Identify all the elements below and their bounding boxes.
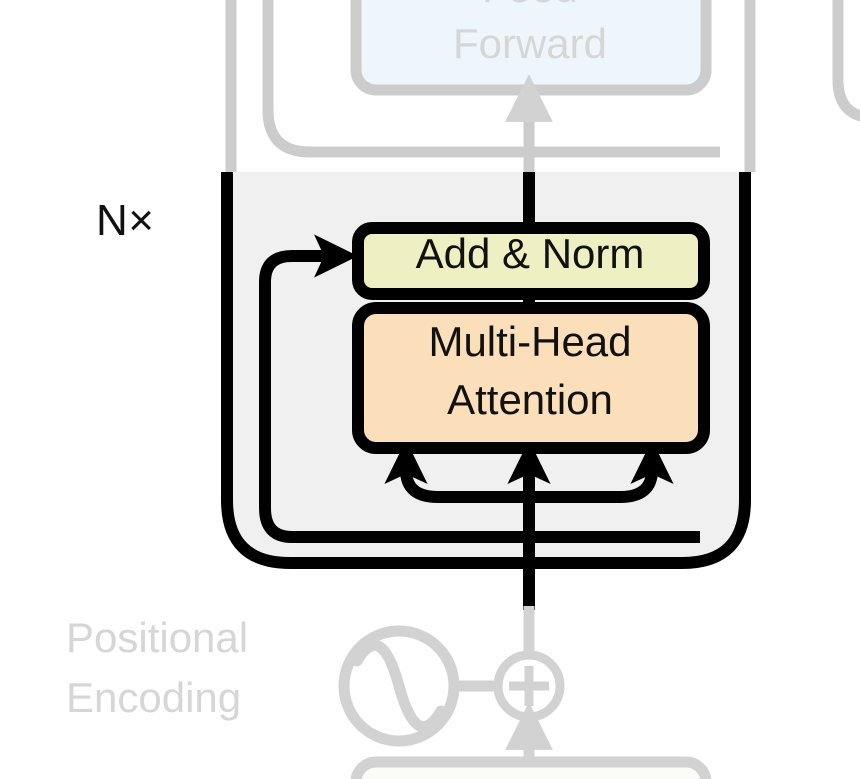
positional-encoding-label-line1: Positional — [66, 614, 249, 661]
faded-decoder-residual — [832, 0, 860, 122]
faded-decoder-outline-group — [832, 0, 860, 122]
add-and-norm-box[interactable] — [352, 222, 710, 300]
feed-forward-label-line2: Forward — [452, 20, 608, 67]
plus-circle-icon — [493, 650, 565, 722]
multi-head-attention-label-line1: Multi-Head — [428, 318, 632, 365]
encoder-sublayer-border — [221, 172, 751, 569]
feed-forward-label-line1: Feed — [360, 0, 700, 11]
add-and-norm-label: Add & Norm — [415, 230, 645, 277]
attention-input-arrow-left — [384, 440, 529, 503]
faded-encoder-outline-group — [262, 0, 720, 158]
faded-residual-path-upper — [262, 0, 720, 158]
multi-head-attention-label-line2: Attention — [447, 376, 613, 423]
multi-head-attention-box[interactable] — [352, 302, 710, 454]
input-embedding-box — [350, 756, 712, 779]
attention-input-arrow-right — [529, 440, 674, 503]
residual-connection-path — [259, 234, 700, 543]
sine-wave-circle-icon — [338, 625, 460, 747]
positional-encoding-label-line2: Encoding — [66, 674, 242, 721]
repeat-count-label: N× — [96, 196, 155, 245]
